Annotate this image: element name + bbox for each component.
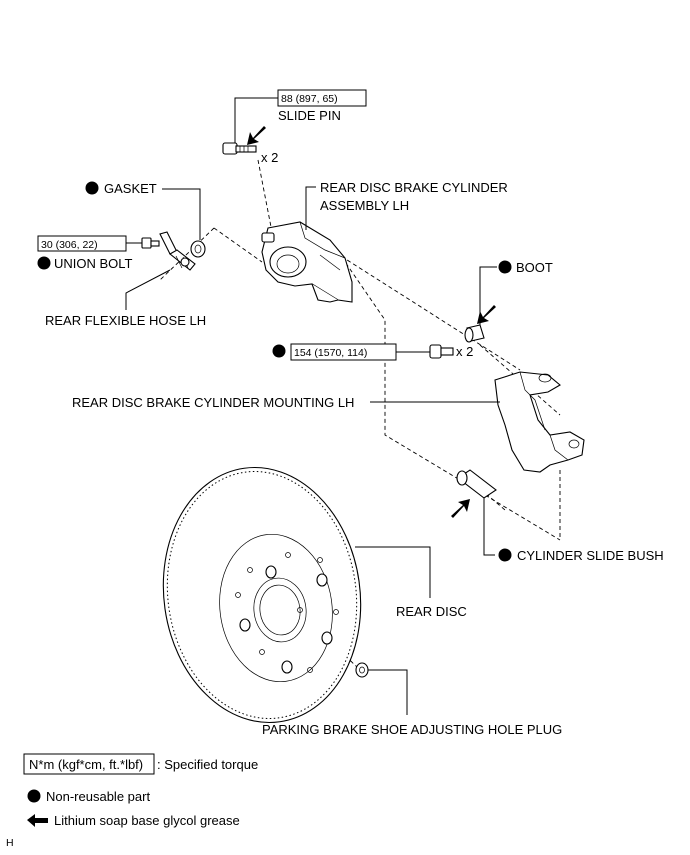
slide-pin-leader	[234, 97, 278, 143]
legend-torque-desc: : Specified torque	[157, 757, 258, 772]
caliper-assembly[interactable]	[261, 221, 353, 303]
boot-nonreusable-icon	[498, 260, 512, 274]
slide-bush-leader	[483, 498, 495, 556]
parking-plug-label: PARKING BRAKE SHOE ADJUSTING HOLE PLUG	[262, 722, 562, 737]
union-bolt-torque: 30 (306, 22)	[41, 239, 98, 251]
caliper-leader	[305, 186, 316, 230]
figure-code: H	[6, 837, 14, 849]
legend-torque-unit: N*m (kgf*cm, ft.*lbf)	[29, 757, 143, 772]
union-bolt[interactable]	[141, 237, 160, 249]
rear-disc[interactable]	[147, 455, 377, 736]
slide-pin-grease-arrow-icon	[247, 126, 266, 145]
rear-disc-label: REAR DISC	[396, 604, 467, 619]
caliper-label-line1: REAR DISC BRAKE CYLINDER	[320, 180, 508, 195]
flexible-hose-leader	[125, 269, 171, 310]
gasket-nonreusable-icon	[85, 181, 99, 195]
slide-pin-torque: 88 (897, 65)	[281, 93, 338, 105]
boot[interactable]	[464, 324, 485, 343]
legend-torque-box	[23, 753, 155, 775]
slide-pin-label: SLIDE PIN	[278, 108, 341, 123]
slide-bush-label: CYLINDER SLIDE BUSH	[517, 548, 664, 563]
boot-leader	[479, 266, 497, 325]
slide-bush-grease-arrow-icon	[451, 499, 470, 518]
mounting-label: REAR DISC BRAKE CYLINDER MOUNTING LH	[72, 395, 354, 410]
parking-brake-plug[interactable]	[355, 662, 369, 678]
gasket-label: GASKET	[104, 181, 157, 196]
slide-bush-nonreusable-icon	[498, 548, 512, 562]
mounting-bolt-nonreusable-icon	[272, 344, 286, 358]
slide-pin-qty: x 2	[261, 150, 278, 165]
legend-nonreusable-icon	[27, 789, 41, 803]
mounting-bolt[interactable]	[429, 344, 454, 359]
mounting-bolt-torque: 154 (1570, 114)	[294, 347, 367, 359]
caliper-label-line2: ASSEMBLY LH	[320, 198, 409, 213]
legend-grease-arrow-icon	[27, 814, 48, 827]
rear-disc-leader	[355, 546, 431, 598]
slide-pin[interactable]	[222, 142, 257, 155]
union-bolt-nonreusable-icon	[37, 256, 51, 270]
cylinder-mounting[interactable]	[494, 371, 585, 473]
gasket-leader	[162, 188, 201, 240]
parking-plug-leader	[368, 669, 408, 715]
union-bolt-label: UNION BOLT	[54, 256, 133, 271]
legend-grease-label: Lithium soap base glycol grease	[54, 813, 240, 828]
flexible-hose-label: REAR FLEXIBLE HOSE LH	[45, 313, 206, 328]
boot-label: BOOT	[516, 260, 553, 275]
legend: N*m (kgf*cm, ft.*lbf) : Specified torque…	[23, 753, 258, 828]
boot-grease-arrow-icon	[477, 305, 496, 324]
slide-pin-torque-box	[277, 89, 367, 107]
legend-nonreusable-label: Non-reusable part	[46, 789, 150, 804]
mounting-bolt-qty: x 2	[456, 344, 473, 359]
gasket[interactable]	[190, 240, 206, 258]
cylinder-slide-bush[interactable]	[456, 469, 497, 499]
rear-flexible-hose[interactable]	[159, 231, 196, 271]
